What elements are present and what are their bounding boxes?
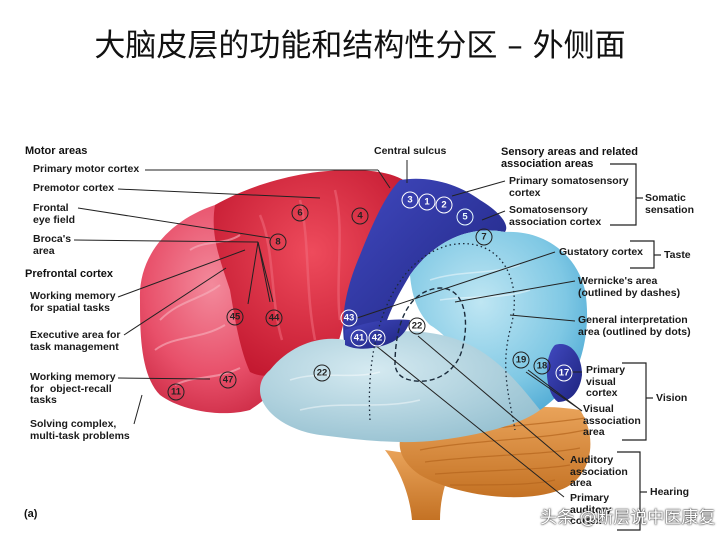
brodmann-area-marker: 8 bbox=[269, 233, 287, 251]
label-primary-auditory-cortex: Primary auditory cortex bbox=[570, 492, 612, 527]
brodmann-area-marker: 22 bbox=[408, 317, 426, 335]
label-somatosensory-association-cortex: Somatosensory association cortex bbox=[509, 204, 602, 228]
motor-areas-header: Motor areas bbox=[25, 145, 88, 157]
label-brocas-area: Broca's area bbox=[33, 233, 72, 257]
brodmann-area-marker: 42 bbox=[368, 329, 386, 347]
brodmann-area-marker: 19 bbox=[512, 351, 530, 369]
sensory-areas-header: Sensory areas and related association ar… bbox=[501, 146, 638, 170]
group-hearing: Hearing bbox=[650, 486, 690, 498]
label-general-interpretation-area: General interpretation area (outlined by… bbox=[578, 314, 691, 338]
label-working-memory-object: Working memory for object-recall tasks bbox=[30, 371, 116, 406]
label-central-sulcus: Central sulcus bbox=[374, 145, 447, 157]
label-auditory-association-area: Auditory association area bbox=[570, 454, 628, 489]
brodmann-area-marker: 47 bbox=[219, 371, 237, 389]
page-title: 大脑皮层的功能和结构性分区 – 外侧面 bbox=[94, 28, 626, 64]
brodmann-area-marker: 41 bbox=[350, 329, 368, 347]
brodmann-area-marker: 22 bbox=[313, 364, 331, 382]
brodmann-area-marker: 43 bbox=[340, 309, 358, 327]
label-wernickes-area: Wernicke's area (outlined by dashes) bbox=[578, 275, 681, 299]
label-gustatory-cortex: Gustatory cortex bbox=[559, 246, 644, 258]
brodmann-area-marker: 11 bbox=[167, 383, 185, 401]
brodmann-area-marker: 2 bbox=[435, 196, 453, 214]
group-vision: Vision bbox=[656, 392, 688, 404]
label-working-memory-spatial: Working memory for spatial tasks bbox=[30, 290, 116, 314]
group-somatic-sensation: Somatic sensation bbox=[645, 192, 695, 216]
watermark: 头条 @断层说中医康复 bbox=[540, 508, 716, 528]
brodmann-area-marker: 45 bbox=[226, 308, 244, 326]
group-taste: Taste bbox=[664, 249, 691, 261]
brodmann-area-marker: 3 bbox=[401, 191, 419, 209]
label-primary-somatosensory-cortex: Primary somatosensory cortex bbox=[509, 175, 629, 199]
brodmann-area-marker: 4 bbox=[351, 207, 369, 225]
label-premotor-cortex: Premotor cortex bbox=[33, 182, 115, 194]
brodmann-area-marker: 5 bbox=[456, 208, 474, 226]
brodmann-area-marker: 17 bbox=[555, 364, 573, 382]
label-primary-visual-cortex: Primary visual cortex bbox=[586, 364, 626, 399]
brodmann-area-marker: 18 bbox=[533, 357, 551, 375]
figure-label: (a) bbox=[24, 508, 38, 520]
prefrontal-cortex-header: Prefrontal cortex bbox=[25, 268, 114, 280]
label-visual-association-area: Visual association area bbox=[583, 403, 641, 438]
brodmann-area-marker: 1 bbox=[418, 193, 436, 211]
brodmann-area-marker: 6 bbox=[291, 204, 309, 222]
brodmann-area-marker: 44 bbox=[265, 309, 283, 327]
label-solving-complex-problems: Solving complex, multi-task problems bbox=[30, 418, 130, 442]
label-primary-motor-cortex: Primary motor cortex bbox=[33, 163, 140, 175]
label-executive-area: Executive area for task management bbox=[30, 329, 121, 353]
brodmann-area-marker: 7 bbox=[475, 228, 493, 246]
label-frontal-eye-field: Frontal eye field bbox=[33, 202, 76, 226]
